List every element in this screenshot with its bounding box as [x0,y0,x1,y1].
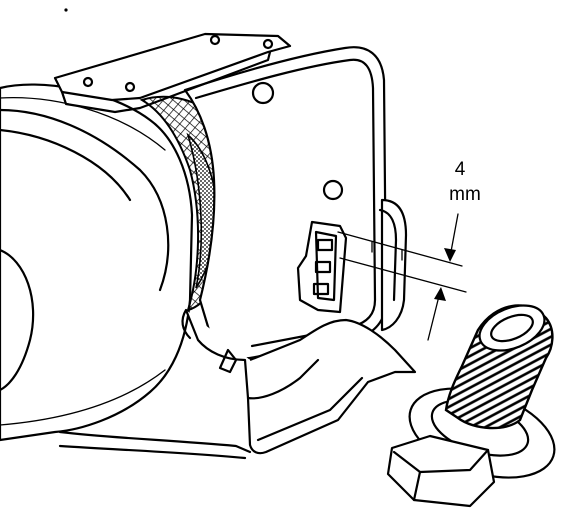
adjuster-clip [296,220,348,314]
dimension-value: 4 [454,159,466,180]
arrow-down-icon [444,248,456,262]
dimension-line-lower [339,257,467,293]
plate-hole-top [251,81,275,105]
arrow-up-icon [434,287,446,301]
dimension-unit: mm [449,184,481,205]
plate-hole-middle [322,179,344,201]
hex-nut [386,434,496,508]
side-flange [378,198,408,332]
lower-bracket [58,308,417,460]
dimension-line-upper [337,231,463,267]
top-mounting-tab [53,32,292,114]
bracket-plate [183,46,388,360]
motor-housing [0,83,194,442]
scan-mark [64,8,68,12]
dimension-callout [337,213,467,341]
dimension-leader-lower [427,291,441,341]
threaded-stud [444,304,554,430]
